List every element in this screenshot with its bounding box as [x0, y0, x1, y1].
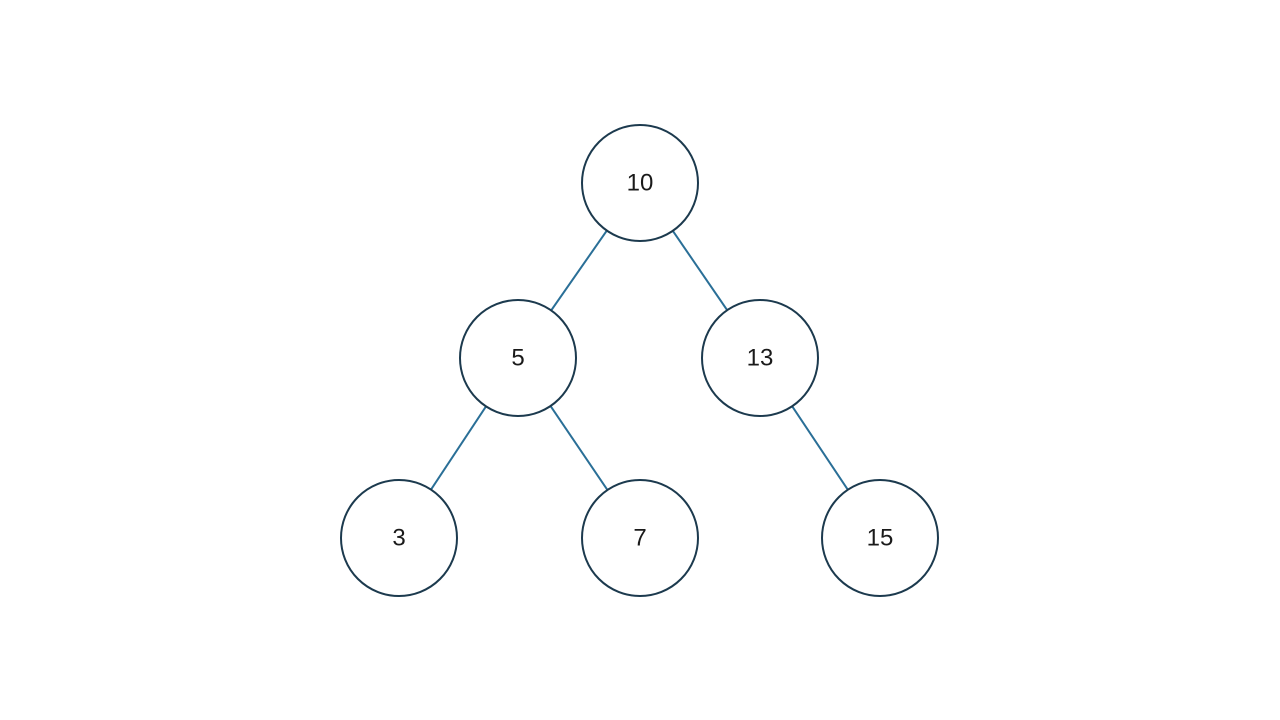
tree-node-5-circle [459, 299, 577, 417]
tree-node-15-circle [821, 479, 939, 597]
tree-node-5: 5 [459, 299, 577, 417]
tree-node-15: 15 [821, 479, 939, 597]
tree-node-13-circle [701, 299, 819, 417]
tree-node-7-label: 7 [633, 525, 646, 552]
tree-node-7-circle [581, 479, 699, 597]
tree-node-7: 7 [581, 479, 699, 597]
tree-node-15-label: 15 [867, 525, 894, 552]
tree-node-10-circle [581, 124, 699, 242]
tree-node-5-label: 5 [511, 345, 524, 372]
tree-node-3-circle [340, 479, 458, 597]
tree-node-10: 10 [581, 124, 699, 242]
tree-node-3: 3 [340, 479, 458, 597]
tree-nodes-layer: 10 5 13 3 7 15 [340, 124, 939, 597]
tree-node-13: 13 [701, 299, 819, 417]
tree-node-13-label: 13 [747, 345, 774, 372]
tree-node-3-label: 3 [392, 525, 405, 552]
tree-node-10-label: 10 [627, 170, 654, 197]
